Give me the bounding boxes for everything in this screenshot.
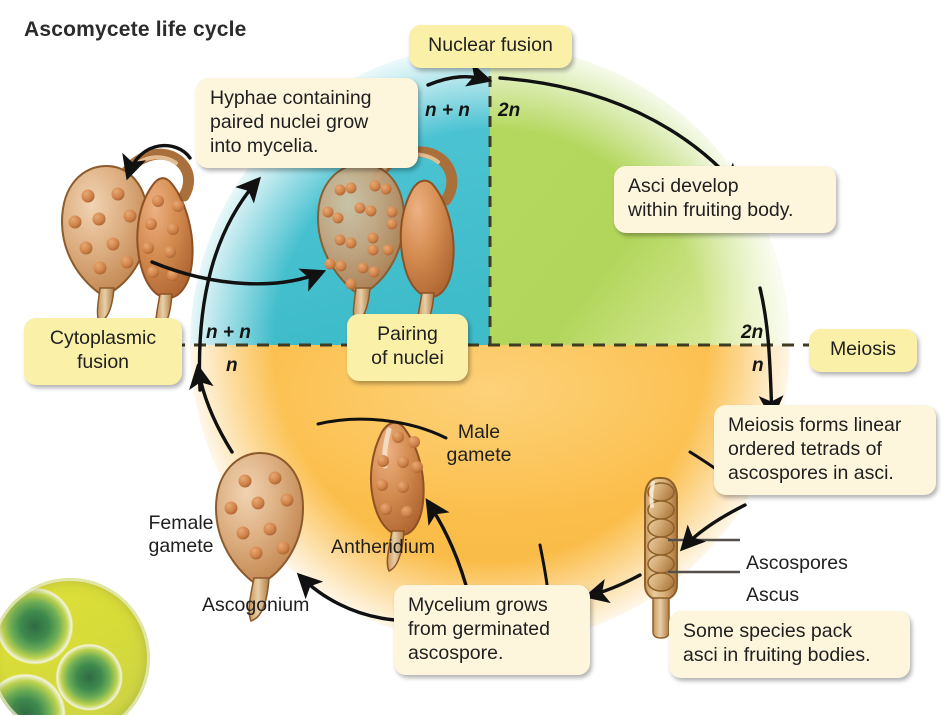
label-ascospores: Ascospores — [746, 552, 848, 574]
ploidy-left-upper: n + n — [206, 322, 251, 343]
arrow-ascogonium-up — [189, 363, 234, 454]
ploidy-top-right: 2n — [498, 100, 521, 121]
page-title: Ascomycete life cycle — [24, 18, 247, 41]
ploidy-top-left: n + n — [425, 100, 470, 121]
callout-cytoplasmic-fusion[interactable]: Cytoplasmic fusion — [24, 318, 182, 385]
label-male-gamete: Male gamete — [446, 421, 512, 466]
arrow-to-ascus — [679, 503, 747, 552]
callout-mycelium-grows[interactable]: Mycelium grows from germinated ascospore… — [394, 585, 590, 676]
arrow-nuclear-fusion — [426, 62, 493, 87]
ploidy-left-lower: n — [226, 355, 238, 376]
antheridium-icon — [369, 421, 425, 572]
petri-dish-photo — [0, 578, 150, 715]
label-antheridium: Antheridium — [331, 536, 436, 558]
callout-meiosis[interactable]: Meiosis — [809, 329, 917, 372]
arrow-mycelium-to-ascogonium — [296, 572, 397, 622]
callout-meiosis-forms[interactable]: Meiosis forms linear ordered tetrads of … — [714, 405, 936, 496]
ploidy-right-lower: n — [752, 355, 764, 376]
callout-hyphae-containing[interactable]: Hyphae containing paired nuclei grow int… — [196, 78, 418, 169]
arrow-dikaryon-growth — [197, 176, 261, 392]
arrow-to-pairing — [150, 260, 327, 292]
callout-asci-develop[interactable]: Asci develop within fruiting body. — [614, 166, 836, 233]
ascogonium-icon — [214, 451, 305, 622]
label-female-gamete: Female gamete — [148, 512, 214, 557]
callout-nuclear-fusion[interactable]: Nuclear fusion — [409, 25, 572, 68]
callout-some-species[interactable]: Some species pack asci in fruiting bodie… — [669, 611, 910, 678]
arrow-asci-develop — [498, 76, 740, 190]
callout-pairing-of-nuclei[interactable]: Pairing of nuclei — [347, 314, 468, 381]
connector-antheridium — [316, 417, 448, 440]
label-ascogonium: Ascogonium — [202, 594, 310, 616]
ascus-icon — [644, 477, 740, 639]
ascogonium-antheridium-pair-left — [60, 148, 194, 335]
label-ascus: Ascus — [746, 584, 800, 606]
arrow-plasmogamy — [122, 143, 192, 181]
ploidy-right-upper: 2n — [741, 322, 764, 343]
arrow-meiosis — [758, 286, 784, 421]
dikaryotic-hyphae-pair — [316, 146, 458, 333]
arrow-ascus-to-mycelium — [583, 573, 642, 604]
petri-dish-rim — [0, 578, 150, 715]
